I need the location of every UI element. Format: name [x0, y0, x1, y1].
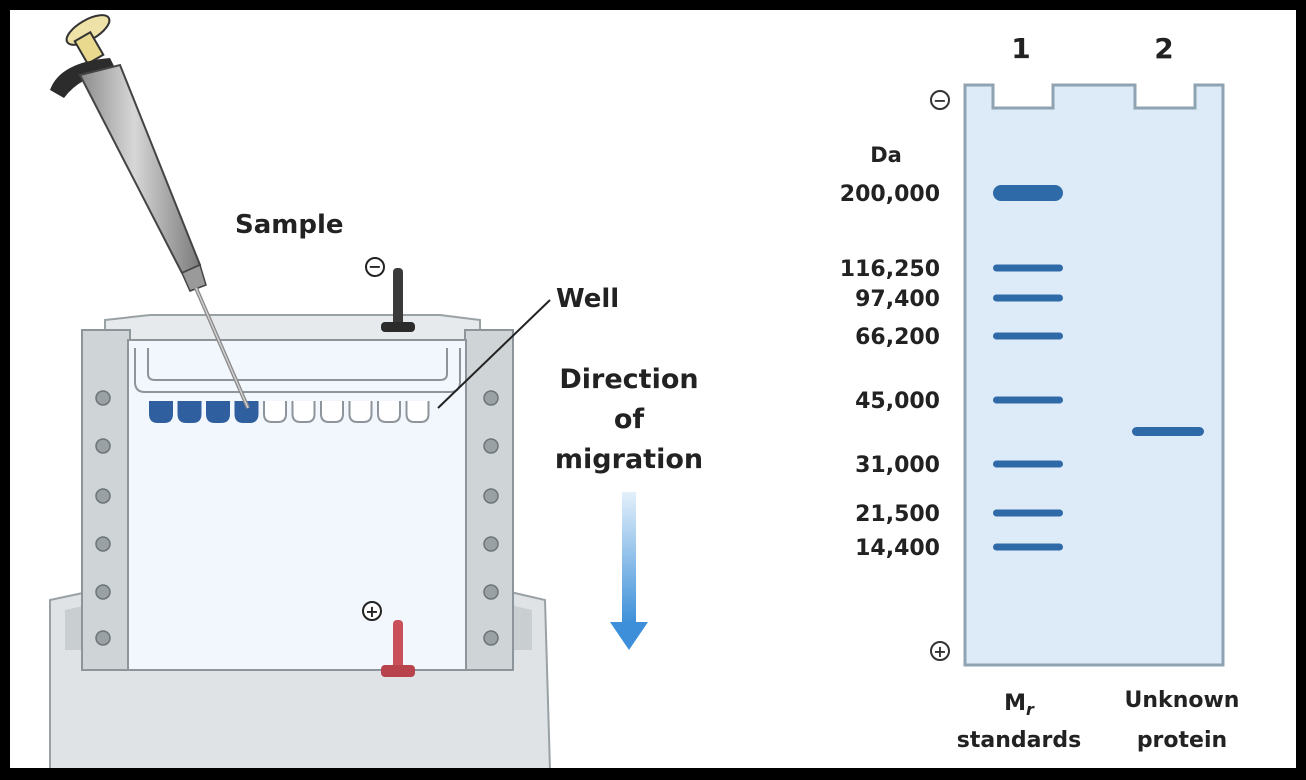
- marker-band: [993, 543, 1063, 551]
- clamp-hole-right: [483, 390, 499, 406]
- well-filled: [177, 401, 202, 423]
- lane-number-2: 2: [1154, 32, 1173, 65]
- clamp-hole-right: [483, 488, 499, 504]
- marker-label: 31,000: [855, 453, 940, 478]
- well-filled: [149, 401, 173, 423]
- clamp-hole-left: [95, 584, 111, 600]
- well-empty: [377, 401, 401, 423]
- marker-label: 116,250: [840, 257, 940, 282]
- marker-band: [993, 264, 1063, 272]
- marker-label: 14,400: [855, 536, 940, 561]
- electrophoresis-figure: − + Sample Well Direction of migration: [49, 14, 1240, 771]
- marker-labels: 200,000 116,250 97,400 66,200 45,000 31,000 21…: [840, 182, 940, 561]
- gel-apparatus: − + Sample Well Direction of migration: [49, 14, 703, 771]
- lane-number-1: 1: [1011, 32, 1030, 65]
- marker-band: [993, 332, 1063, 340]
- anode-sign: +: [365, 602, 378, 621]
- clamp-hole-left: [95, 488, 111, 504]
- well-empty: [348, 401, 373, 423]
- migration-arrow: [610, 492, 648, 650]
- clamp-hole-right: [483, 584, 499, 600]
- pipette: [50, 14, 250, 409]
- well-filled: [234, 401, 259, 423]
- marker-band: [993, 396, 1063, 404]
- wells-row: [149, 401, 430, 423]
- unknown-protein-band: [1132, 427, 1204, 436]
- marker-band: [993, 294, 1063, 302]
- clamp-hole-left: [95, 536, 111, 552]
- clamp-hole-right: [483, 438, 499, 454]
- unit-label: Da: [870, 143, 902, 167]
- cathode-electrode: −: [365, 257, 415, 332]
- gel-slab: [127, 339, 467, 671]
- direction-label: Direction of migration: [555, 364, 703, 475]
- well-empty: [320, 401, 344, 423]
- lane1-caption-1: Mr: [1004, 691, 1035, 719]
- clamp-hole-left: [95, 630, 111, 646]
- well-empty: [291, 401, 316, 423]
- marker-label: 45,000: [855, 389, 940, 414]
- cathode-sign: −: [368, 257, 381, 276]
- gel-body: [963, 83, 1225, 667]
- clamp-hole-left: [95, 438, 111, 454]
- marker-label: 97,400: [855, 287, 940, 312]
- gel-result: 1 2 − + Da 200,000 116,250 97,400 66,200 45,…: [840, 32, 1240, 753]
- direction-line-1: Direction: [559, 364, 698, 395]
- gel-top-sign: −: [933, 91, 946, 110]
- lane2-caption-2: protein: [1137, 728, 1227, 753]
- gel-bottom-sign: +: [933, 642, 946, 661]
- sample-label: Sample: [235, 210, 344, 240]
- marker-label: 21,500: [855, 502, 940, 527]
- lane2-caption-1: Unknown: [1125, 688, 1240, 713]
- well-filled: [206, 401, 230, 423]
- lane1-caption-2: standards: [957, 728, 1081, 753]
- well-empty: [405, 401, 430, 423]
- well-pointer-line: [437, 299, 551, 409]
- well-label: Well: [556, 284, 619, 314]
- marker-label: 200,000: [840, 182, 940, 207]
- clamp-hole-right: [483, 630, 499, 646]
- well-empty: [263, 401, 287, 423]
- anode-electrode: +: [362, 601, 415, 677]
- figure: − + Sample Well Direction of migration: [10, 10, 1296, 771]
- direction-line-2: of: [614, 404, 645, 435]
- marker-label: 66,200: [855, 325, 940, 350]
- direction-line-3: migration: [555, 444, 703, 475]
- clamp-hole-right: [483, 536, 499, 552]
- marker-bands: [993, 185, 1063, 551]
- marker-band: [993, 185, 1063, 201]
- marker-band: [993, 460, 1063, 468]
- clamp-hole-left: [95, 390, 111, 406]
- marker-band: [993, 509, 1063, 517]
